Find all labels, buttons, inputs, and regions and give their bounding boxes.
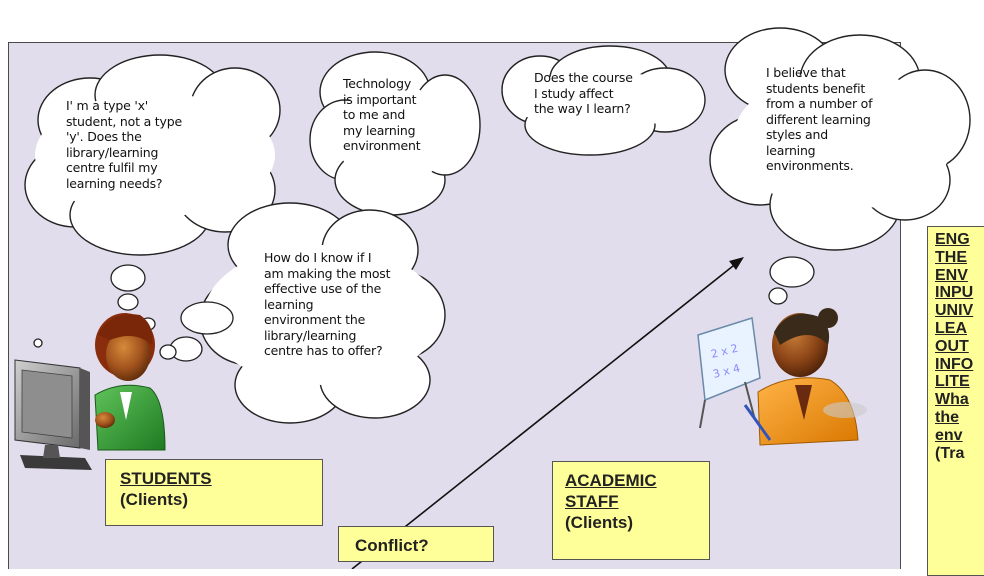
thought-line: library/learning [66,144,159,160]
right-box-line: (Tra [935,444,965,462]
thought-line: library/learning [264,327,357,343]
academic-title-line-1: ACADEMIC [565,471,657,490]
thought-line: Technology [343,76,412,91]
board-text-line-1: 2 x 2 [710,342,740,361]
academic-title-line-2: STAFF [565,492,619,511]
thought-line: to me and [343,107,406,122]
right-box-line: ENG [935,231,970,248]
thought-line: styles and [766,127,828,142]
thought-text-technology: Technology is important to me and my lea… [343,76,421,154]
thought-line: am making the most [264,265,391,281]
thought-line: I believe that [766,65,846,80]
thought-line: How do I know if I [264,250,372,265]
thought-line: centre has to offer? [264,343,383,358]
right-box-line: Wha [935,391,969,409]
right-box-line: LITE [935,373,970,391]
thought-line: learning [264,296,314,312]
thought-line: environment the [264,312,366,327]
thought-line: 'y'. Does the [66,129,142,144]
conflict-arrow [351,257,744,569]
thought-line: is important [343,91,417,107]
thought-line: student, not a type [66,113,182,129]
academic-figure: 2 x 2 3 x 4 [697,308,867,446]
thought-text-effective-use: How do I know if I am making the most ef… [264,250,391,359]
students-subtitle: (Clients) [120,490,188,509]
thought-line: Does the course [534,70,633,85]
right-box-line: INFO [935,355,974,373]
thought-line: environments. [766,158,854,173]
thought-tail-bubbles [33,256,815,362]
thought-line: learning needs? [66,175,163,191]
conflict-label: Conflict? [355,536,429,555]
thought-line: I' m a type 'x' [66,98,149,113]
students-title: STUDENTS [120,469,212,488]
thought-text-academic: I believe that students benefit from a n… [766,65,873,174]
right-box-line: INPU [935,284,974,302]
thought-line: from a number of [766,96,873,111]
student-figure [14,313,166,470]
right-box-line: env [935,426,963,444]
right-box-line: THE [935,248,967,266]
thought-line: effective use of the [264,281,382,296]
academic-label-box: ACADEMIC STAFF (Clients) [552,461,710,560]
academic-subtitle: (Clients) [565,513,633,532]
thought-line: environment [343,138,421,153]
thought-text-course: Does the course I study affect the way I… [534,70,633,117]
students-label-box: STUDENTS (Clients) [105,459,323,526]
thought-line: I study affect [534,85,614,101]
right-box-line: OUT [935,337,969,355]
thought-line: learning [766,142,816,158]
right-box-line: UNIV [935,302,974,320]
right-box-line: LEA [935,319,967,337]
thought-line: my learning [343,122,416,138]
board-text-line-2: 3 x 4 [712,362,742,381]
thought-line: different learning [766,111,871,127]
thought-line: the way I learn? [534,101,631,116]
right-box-line: ENV [935,266,968,284]
thought-line: centre fulfil my [66,160,158,175]
conflict-label-box: Conflict? [338,526,494,562]
right-box-line: the [935,408,959,426]
thought-text-student-type: I' m a type 'x' student, not a type 'y'.… [66,98,182,191]
thought-line: students benefit [766,80,866,96]
